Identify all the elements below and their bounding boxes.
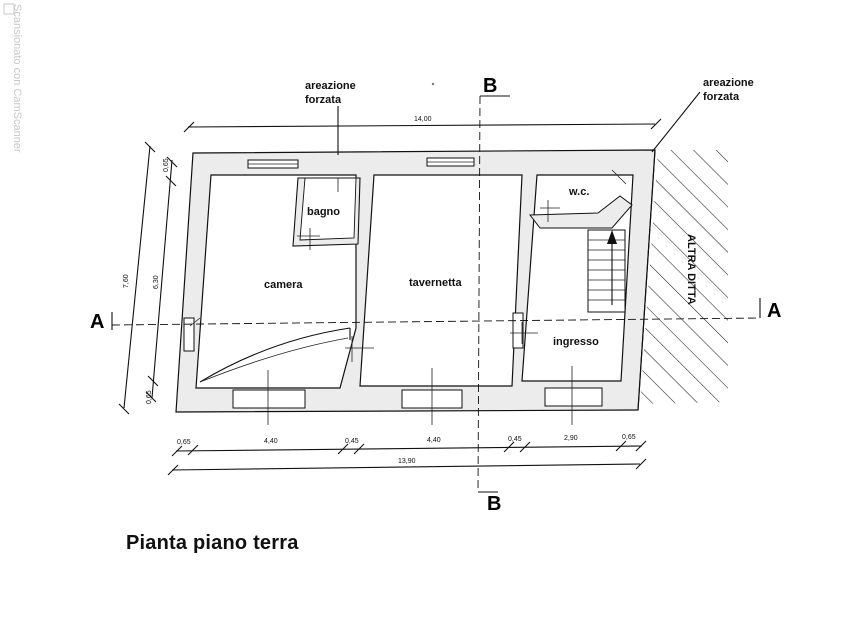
svg-text:14,00: 14,00 (414, 116, 432, 123)
section-line-b (477, 95, 481, 493)
altra-ditta-hatch (640, 150, 728, 404)
dim-bottom-0: 0,65 (177, 439, 191, 446)
dim-bottom-2: 0,45 (345, 438, 359, 445)
room-tick-marks (189, 169, 627, 425)
dim-left-top-wall: 0,65 (163, 158, 170, 172)
section-line-a (111, 317, 761, 326)
room-label-tavernetta: tavernetta (409, 277, 462, 289)
window-bottom-left (232, 389, 306, 409)
svg-text:13,90: 13,90 (398, 458, 416, 465)
window-bottom-right (544, 387, 603, 407)
dim-bottom-3: 4,40 (427, 437, 441, 444)
stair-arrow-icon (607, 230, 617, 244)
dimension-bottom-total: 13,90 (167, 458, 647, 476)
room-label-altra-ditta: ALTRA DITTA (685, 234, 697, 305)
section-label-a-left: A (90, 311, 104, 333)
ventilation-label-left-1: areazione (305, 80, 356, 92)
ventilation-label-right-1: areazione (703, 77, 754, 89)
camscanner-logo-icon (3, 3, 15, 15)
section-label-a-right: A (767, 300, 781, 322)
ventilation-label-left-2: forzata (305, 94, 342, 106)
dim-left-inner: 6,30 (153, 275, 160, 289)
staircase (587, 229, 626, 313)
watermark-text: Scansionato con CamScanner (11, 4, 23, 153)
room-label-camera: camera (264, 279, 303, 291)
dim-bottom-1: 4,40 (264, 438, 278, 445)
dim-left-total: 7,60 (123, 274, 130, 288)
dim-bottom-5: 2,90 (564, 435, 578, 442)
room-label-wc: w.c. (568, 186, 589, 198)
dim-left-bottom-wall: 0,65 (146, 390, 153, 404)
drawing-title: Pianta piano terra (126, 532, 299, 554)
dimension-left: 7,60 6,30 0,65 0,65 (118, 141, 178, 415)
room-label-bagno: bagno (307, 206, 340, 218)
dim-bottom-6: 0,65 (622, 434, 636, 441)
section-label-b-bottom: B (487, 493, 501, 515)
wc-partition (529, 195, 633, 229)
room-label-ingresso: ingresso (553, 336, 599, 348)
dimension-top-total: 14,00 (183, 116, 662, 133)
dim-bottom-4: 0,45 (508, 436, 522, 443)
window-left-wall (183, 317, 195, 352)
door-swing-arc (199, 327, 351, 383)
ventilation-label-right-2: forzata (703, 91, 740, 103)
dimension-bottom-chain: 0,65 4,40 0,45 4,40 0,45 2,90 0,65 (171, 434, 647, 457)
section-label-b-top: B (483, 75, 497, 97)
